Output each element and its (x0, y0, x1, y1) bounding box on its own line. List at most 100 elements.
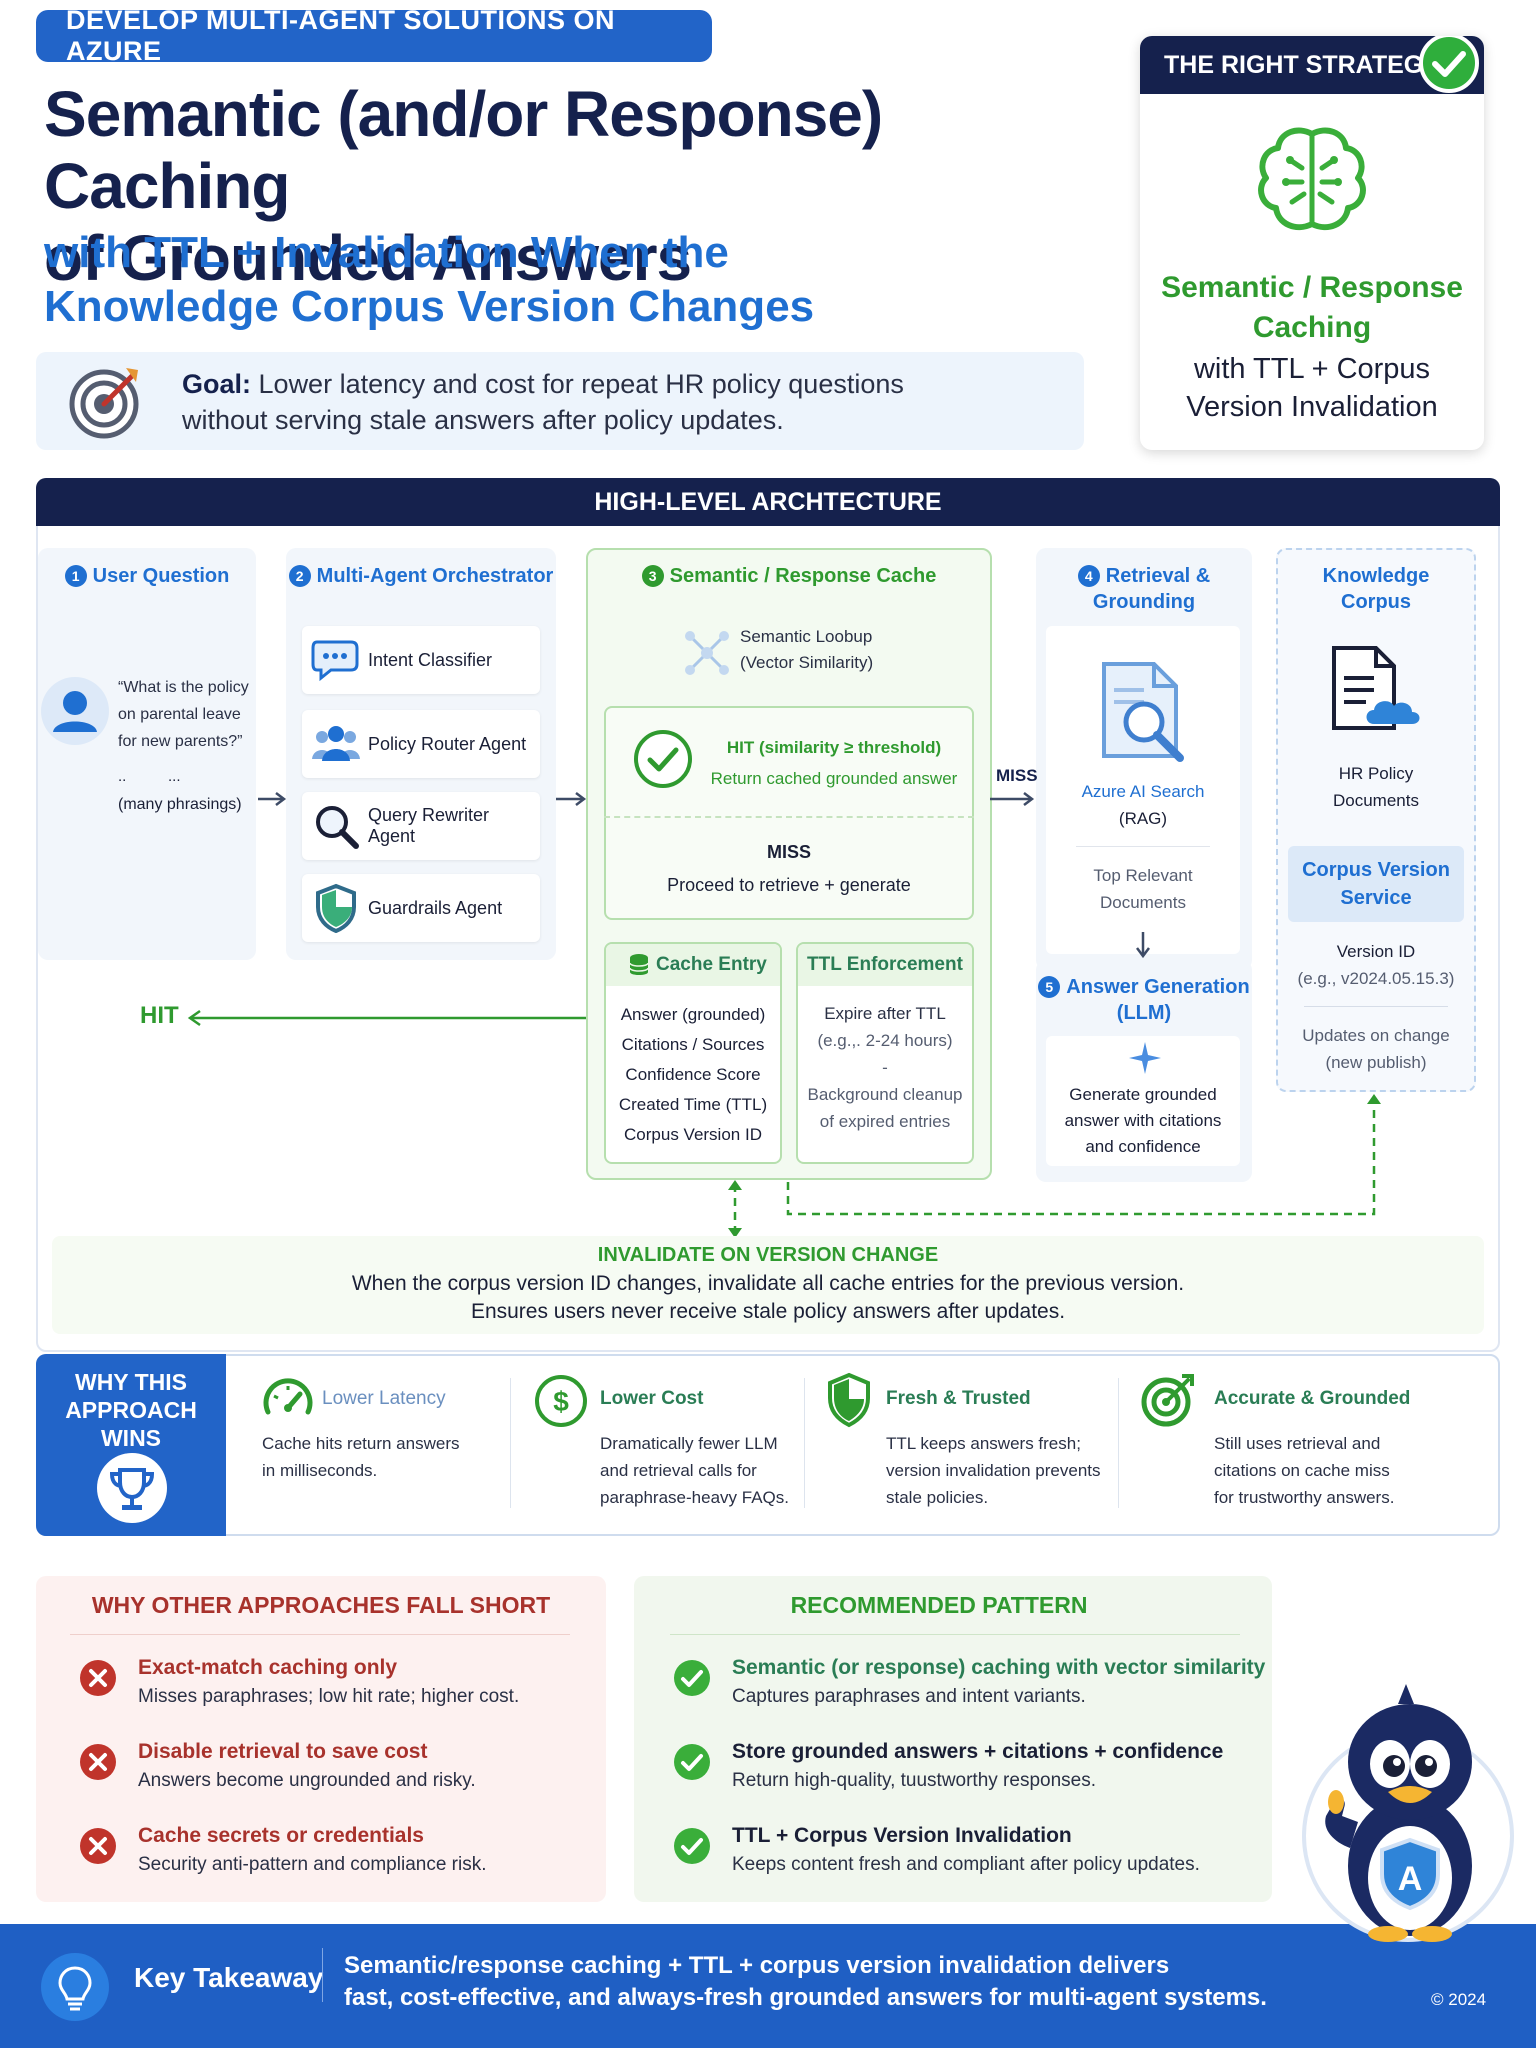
check-badge-icon (1419, 36, 1479, 93)
hit-check-icon (634, 730, 692, 788)
gen-line-2: answer with citations (1064, 1111, 1222, 1130)
recommended-rule (670, 1634, 1240, 1635)
updates-line-2: (new publish) (1325, 1053, 1427, 1072)
generation-description: Generate grounded answer with citations … (1046, 1082, 1240, 1160)
invalidate-description: When the corpus version ID changes, inva… (52, 1270, 1484, 1326)
hit-desc: Return cached grounded answer (710, 769, 958, 788)
search-line-2: (RAG) (1118, 809, 1168, 828)
wins-separator (510, 1378, 511, 1508)
recommended-section (634, 1576, 1272, 1902)
docs-line-2: Documents (1100, 893, 1186, 912)
goal-text: Goal: Lower latency and cost for repeat … (182, 366, 1062, 438)
agent-policy-router: Policy Router Agent (302, 710, 540, 778)
entry-field: Corpus Version ID (624, 1125, 762, 1144)
fall-item-desc: Security anti-pattern and compliance ris… (138, 1854, 487, 1875)
hit-description: HIT (similarity ≥ threshold) Return cach… (704, 732, 964, 794)
x-circle-icon (80, 1828, 116, 1864)
rec-item-title: Store grounded answers + citations + con… (732, 1740, 1224, 1763)
entry-field: Answer (grounded) (620, 1005, 766, 1024)
check-circle-icon (674, 1744, 710, 1780)
win-title-accurate-grounded: Accurate & Grounded (1214, 1388, 1411, 1409)
vector-network-icon (685, 631, 729, 675)
user-question-panel (38, 548, 256, 960)
key-takeaway-footer (0, 1924, 1536, 2048)
wins-title-line-3: WINS (100, 1425, 162, 1451)
series-banner: DEVELOP MULTI-AGENT SOLUTIONS ON AZURE (36, 5, 712, 66)
win-line: TTL keeps answers fresh; (886, 1434, 1081, 1453)
version-line-1: Version ID (1336, 942, 1416, 961)
fall-short-rule (70, 1634, 570, 1635)
search-line-1: Azure AI Search (1081, 782, 1205, 801)
architecture-heading-text: HIGH-LEVEL ARCHTECTURE (594, 487, 942, 516)
step-5-badge: 5 (1038, 976, 1061, 998)
fall-item-title: Disable retrieval to save cost (138, 1740, 428, 1763)
retrieval-title-line-1: Retrieval & (1105, 565, 1211, 587)
bullseye-icon (1141, 1374, 1194, 1427)
win-desc-lower-cost: Dramatically fewer LLM and retrieval cal… (600, 1430, 800, 1511)
strategy-sub-line-1: with TTL + Corpus (1193, 353, 1431, 385)
hit-title: HIT (similarity ≥ threshold) (726, 738, 942, 757)
win-title-lower-latency: Lower Latency (322, 1388, 446, 1409)
title-line-1: Semantic (and/or Response) Caching (44, 78, 883, 222)
azure-ai-search: Azure AI Search (RAG) (1046, 778, 1240, 832)
invalidate-line-2: Ensures users never receive stale policy… (470, 1300, 1066, 1323)
step-3-badge: 3 (641, 565, 664, 587)
goal-line-2: without serving stale answers after poli… (182, 405, 784, 435)
database-icon (629, 954, 649, 975)
invalidate-title: INVALIDATE ON VERSION CHANGE (597, 1244, 939, 1266)
step-4-badge: 4 (1077, 565, 1100, 587)
win-line: stale policies. (886, 1488, 989, 1507)
step-1-badge: 1 (64, 565, 87, 587)
win-title-fresh-trusted: Fresh & Trusted (886, 1388, 1031, 1409)
version-id: Version ID (e.g., v2024.05.15.3) (1276, 938, 1476, 992)
win-line: paraphrase-heavy FAQs. (600, 1488, 789, 1507)
dollar-coin-icon: $ (535, 1375, 587, 1427)
agent-label: Intent Classifier (368, 649, 493, 670)
many-phrasings: (many phrasings) (118, 796, 242, 813)
fall-short-section (36, 1576, 606, 1902)
user-question-title-text: User Question (92, 565, 230, 587)
ttl-line-1: Expire after TTL (824, 1004, 946, 1023)
agent-label: Guardrails Agent (368, 897, 503, 918)
wins-title-line-1: WHY THIS (74, 1369, 188, 1395)
updates-line-1: Updates on change (1302, 1026, 1450, 1045)
generation-title-line-2: (LLM) (1116, 1002, 1172, 1024)
ttl-header-bg (798, 944, 972, 986)
orchestrator-title-text: Multi-Agent Orchestrator (316, 565, 554, 587)
shield-icon (316, 883, 356, 933)
entry-field: Created Time (TTL) (618, 1095, 768, 1114)
entry-field: Citations / Sources (621, 1035, 765, 1054)
win-line: and retrieval calls for (600, 1461, 757, 1480)
hr-docs-line-2: Documents (1333, 791, 1419, 810)
sparkle-icon (1129, 1042, 1161, 1074)
goal-line-1: Lower latency and cost for repeat HR pol… (258, 369, 904, 399)
fall-item-title: Exact-match caching only (138, 1656, 398, 1679)
fall-item-title: Cache secrets or credentials (138, 1824, 424, 1847)
x-circle-icon (80, 1744, 116, 1780)
updates-on-change: Updates on change (new publish) (1276, 1022, 1476, 1076)
win-line: for trustworthy answers. (1214, 1488, 1395, 1507)
check-circle-icon (674, 1660, 710, 1696)
key-takeaway-text: Semantic/response caching + TTL + corpus… (344, 1950, 1294, 2014)
lookup-line-1: Semantic Loobup (740, 627, 873, 646)
cache-title-text: Semantic / Response Cache (669, 565, 937, 587)
corpus-divider (1304, 1006, 1448, 1007)
recommended-heading: RECOMMENDED PATTERN (790, 1592, 1088, 1618)
win-line: in milliseconds. (262, 1461, 378, 1480)
generation-title-line-1: Answer Generation (1066, 976, 1250, 998)
ttl-dash: - (882, 1058, 888, 1077)
win-desc-lower-latency: Cache hits return answers in millisecond… (262, 1430, 492, 1484)
user-avatar-icon (41, 677, 109, 745)
docs-line-1: Top Relevant (1093, 866, 1193, 885)
gen-line-1: Generate grounded (1069, 1085, 1217, 1104)
rec-item-desc: Captures paraphrases and intent variants… (732, 1686, 1086, 1707)
lookup-line-2: (Vector Similarity) (740, 653, 874, 672)
cache-entry-fields: Answer (grounded) Citations / Sources Co… (604, 1000, 782, 1150)
win-line: Cache hits return answers (262, 1434, 460, 1453)
knowledge-corpus-title: Knowledge Corpus (1276, 563, 1476, 615)
quote-line-1: “What is the policy (118, 679, 249, 696)
hit-miss-divider (604, 816, 974, 818)
strategy-card: THE RIGHT STRATEGY Semantic / Response C… (1140, 36, 1484, 450)
fall-short-heading: WHY OTHER APPROACHES FALL SHORT (91, 1592, 551, 1618)
